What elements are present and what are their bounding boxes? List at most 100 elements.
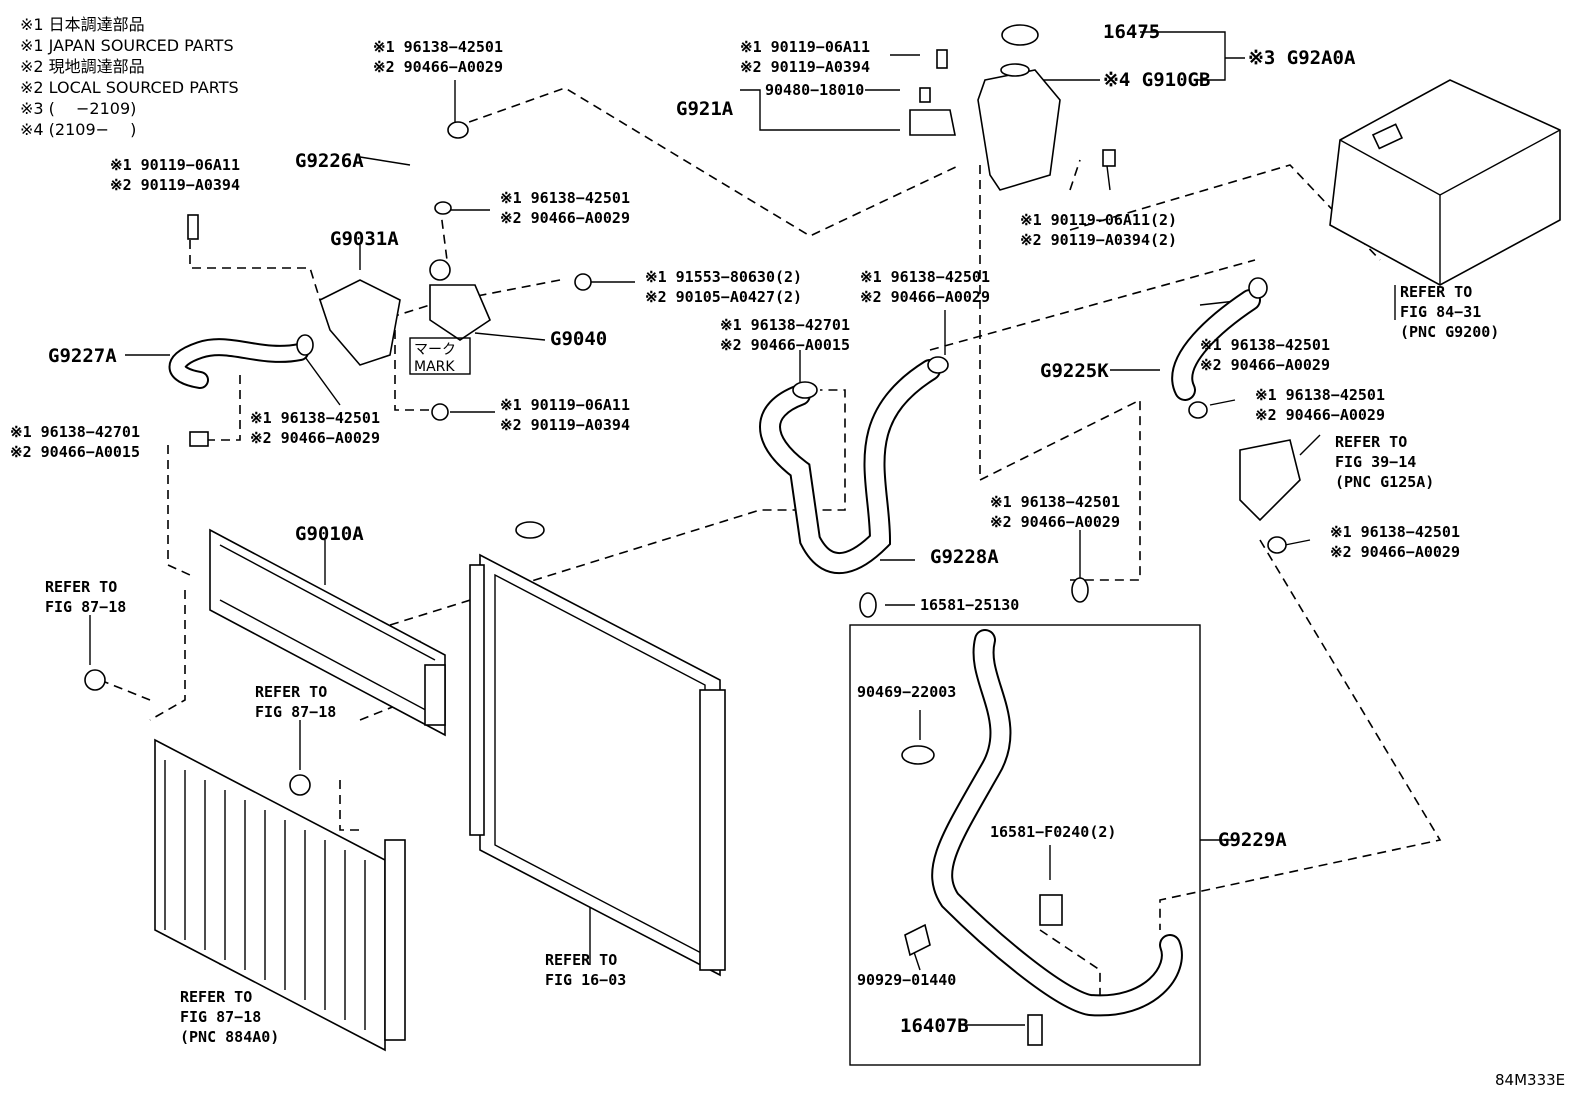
label-r-clamp-c2: ※2 90466−A0029 [1330,543,1460,561]
label-refer-8718c-c: (PNC 884A0) [180,1028,279,1046]
label-bolt3-1: ※1 90119−06A11 [500,396,630,414]
legend-line: ※2 LOCAL SOURCED PARTS [20,78,239,97]
label-left-clamp-2: ※2 90466−A0015 [10,443,140,461]
legend-line: ※1 JAPAN SOURCED PARTS [20,36,234,55]
label-mid-clamp2-1: ※1 96138−42701 [720,316,850,334]
bolt-icon [919,87,931,103]
label-90929: 90929−01440 [857,971,956,989]
label-refer-3914-a: REFER TO [1335,433,1407,451]
label-top-bolt-1: ※1 90119−06A11 [740,38,870,56]
cap-16475 [1001,24,1039,46]
clip-90469 [901,745,935,765]
bolt-icon [936,49,948,69]
label-g9226a-clamp-1: ※1 96138−42501 [373,38,503,56]
legend-line: ※4 (2109− ) [20,120,136,139]
label-bolt3-2: ※2 90119−A0394 [500,416,630,434]
label-90469: 90469−22003 [857,683,956,701]
radiator-g9010a [209,528,446,737]
label-g9031a: G9031A [330,228,399,250]
bracket-g9031a [319,279,401,366]
label-res-bolt-2: ※2 90119−A0394(2) [1020,231,1177,249]
label-g9010a: G9010A [295,523,364,545]
label-refer-8718c-b: FIG 87−18 [180,1008,261,1026]
label-refer-8718a-b: FIG 87−18 [45,598,126,616]
label-g9229a: G9229A [1218,829,1287,851]
bolt-icon [431,403,449,421]
reservoir-tank [977,69,1061,191]
bolt-icon [574,273,592,291]
legend-line: ※3 ( −2109) [20,99,136,118]
label-mark-jp: マーク [414,342,456,358]
label-g9040: G9040 [550,328,607,350]
bolt-icon [187,214,199,240]
legend: ※1 日本調達部品 ※1 JAPAN SOURCED PARTS ※2 現地調達… [20,15,239,139]
inverter-g9200 [1329,79,1561,286]
label-clamp-low-2: ※2 90466−A0029 [990,513,1120,531]
clip-16581 [1039,894,1063,926]
label-g921a: G921A [676,98,734,120]
pump-g9040 [429,284,491,341]
label-g9227a-clamp-2: ※2 90466−A0029 [250,429,380,447]
label-top-bolt-2: ※2 90119−A0394 [740,58,870,76]
label-r-clamp-c1: ※1 96138−42501 [1330,523,1460,541]
plug-16407b [1027,1014,1043,1046]
label-left-bolt-1: ※1 90119−06A11 [110,156,240,174]
mark-box [409,337,471,375]
label-refer-1603-b: FIG 16−03 [545,971,626,989]
label-16581-25130: 16581−25130 [920,596,1019,614]
bolt-icon [289,774,311,796]
label-g9226a-clamp-2: ※2 90466−A0029 [373,58,503,76]
label-r-clamp-a2: ※2 90466−A0029 [1200,356,1330,374]
label-g9227a-clamp-1: ※1 96138−42501 [250,409,380,427]
label-left-bolt-2: ※2 90119−A0394 [110,176,240,194]
label-r-clamp-b1: ※1 96138−42501 [1255,386,1385,404]
figure-code: 84M333E [1495,1071,1565,1089]
label-refer-8718a-a: REFER TO [45,578,117,596]
label-g9227a: G9227A [48,345,117,367]
label-refer-8718b-a: REFER TO [255,683,327,701]
parts-drawings [84,24,1561,1052]
label-refer-3914-c: (PNC G125A) [1335,473,1434,491]
label-clamp-low-1: ※1 96138−42501 [990,493,1120,511]
bolt-icon [84,669,106,691]
label-clip-2: ※2 90466−A0029 [500,209,630,227]
leader-lines [89,31,1396,1026]
label-bolt2-1: ※1 91553−80630(2) [645,268,802,286]
label-refer-8431-a: REFER TO [1400,283,1472,301]
label-mark-en: MARK [414,359,455,375]
condenser-884a0 [154,738,386,1052]
label-g9228a: G9228A [930,546,999,568]
radiator-main [479,553,721,977]
legend-line: ※2 現地調達部品 [20,57,145,76]
cooler-g125a [1239,439,1301,522]
label-mid-clamp-1: ※1 96138−42501 [860,268,990,286]
label-r-clamp-a1: ※1 96138−42501 [1200,336,1330,354]
bolt-icon [1102,149,1116,167]
label-bolt2-2: ※2 90105−A0427(2) [645,288,802,306]
clip-90929 [904,923,931,957]
label-refer-1603-a: REFER TO [545,951,617,969]
label-res-bolt-1: ※1 90119−06A11(2) [1020,211,1177,229]
label-refer-8431-c: (PNC G9200) [1400,323,1499,341]
label-mid-clamp2-2: ※2 90466−A0015 [720,336,850,354]
label-r-clamp-b2: ※2 90466−A0029 [1255,406,1385,424]
label-refer-8718b-b: FIG 87−18 [255,703,336,721]
label-refer-3914-b: FIG 39−14 [1335,453,1416,471]
label-left-clamp-1: ※1 96138−42701 [10,423,140,441]
label-g92a0a: ※3 G92A0A [1248,47,1356,69]
reservoir-bracket [909,109,956,136]
label-16407b: 16407B [900,1015,969,1037]
label-clip-1: ※1 96138−42501 [500,189,630,207]
g9229a-box [849,624,1201,1066]
label-16475: 16475 [1103,21,1160,43]
label-16581-f0240: 16581−F0240(2) [990,823,1116,841]
label-refer-8431-b: FIG 84−31 [1400,303,1481,321]
label-mid-clamp-2: ※2 90466−A0029 [860,288,990,306]
clamp-icon [189,431,209,447]
label-g9226a: G9226A [295,150,364,172]
label-g910gb: ※4 G910GB [1103,69,1210,91]
label-g9225k: G9225K [1040,360,1109,382]
labels: 16475 ※3 G92A0A ※4 G910GB G921A 90480−18… [10,21,1565,1089]
legend-line: ※1 日本調達部品 [20,15,145,34]
